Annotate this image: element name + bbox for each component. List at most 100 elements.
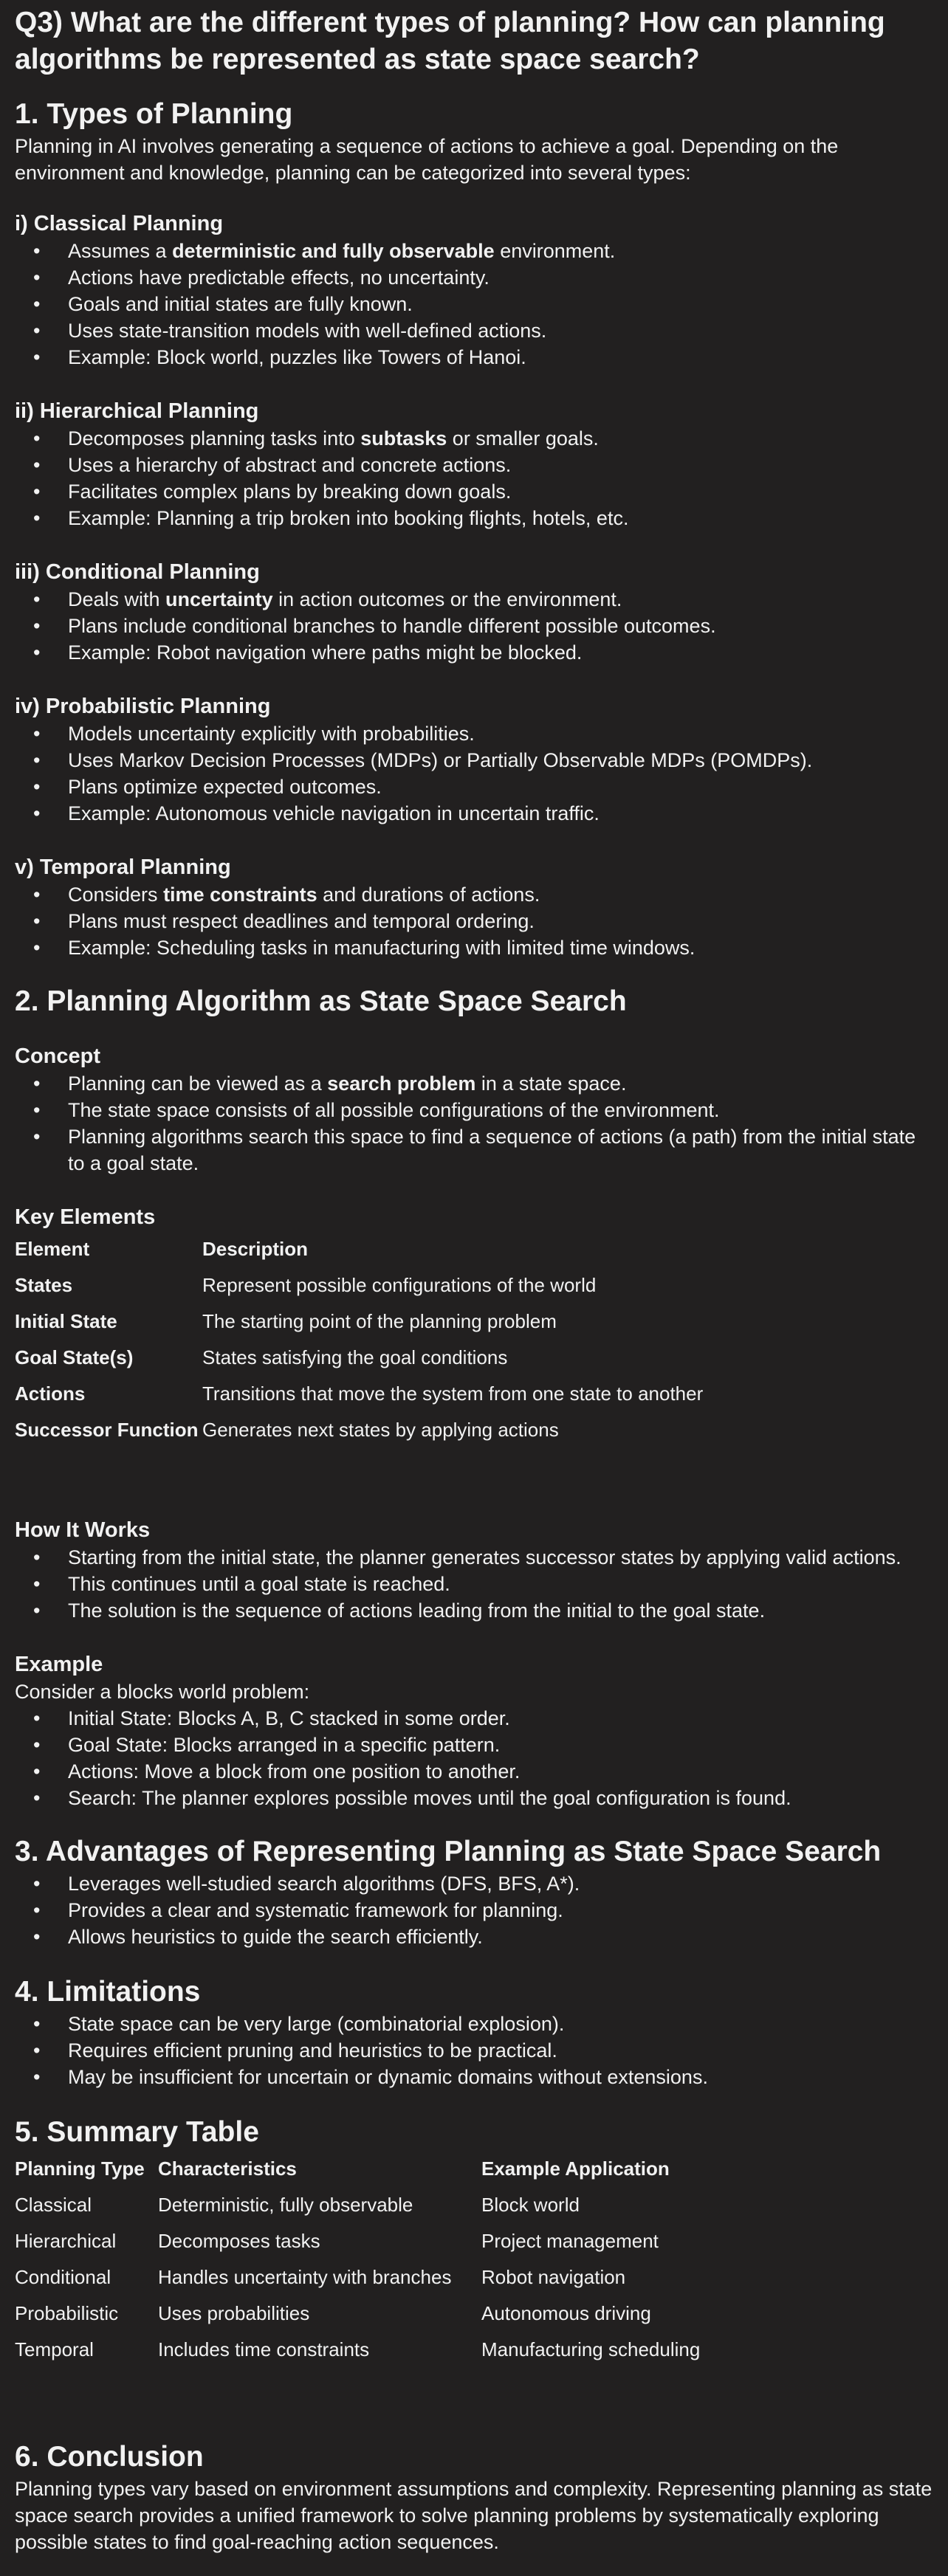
bullet-icon: • (33, 346, 41, 368)
conclusion-text: Planning types vary based on environment… (15, 2478, 932, 2553)
bullet-icon: • (33, 588, 41, 610)
planning-type-classical: i) Classical Planning •Assumes a determi… (15, 210, 933, 371)
table-cell: Initial State (15, 1310, 117, 1332)
table-header-cell: Description (202, 1238, 309, 1260)
bullet-icon: • (33, 910, 41, 932)
bullet-icon: • (33, 1126, 41, 1148)
bullet-list: •Deals with uncertainty in action outcom… (15, 586, 933, 666)
bullet-icon: • (33, 1072, 41, 1095)
bullet-icon: • (33, 1546, 41, 1568)
planning-type-probabilistic: iv) Probabilistic Planning •Models uncer… (15, 692, 933, 827)
subsection-heading: i) Classical Planning (15, 212, 224, 235)
list-item: •Actions: Move a block from one position… (33, 1758, 933, 1785)
bullet-icon: • (33, 1873, 41, 1895)
bullet-icon: • (33, 320, 41, 342)
list-item: •State space can be very large (combinat… (33, 2011, 933, 2037)
bullet-icon: • (33, 1707, 41, 1729)
table-cell: Probabilistic (15, 2302, 119, 2324)
table-cell: Actions (15, 1382, 86, 1405)
bullet-list: •Planning can be viewed as a search prob… (15, 1070, 933, 1177)
table-row: Probabilistic Uses probabilities Autonom… (15, 2296, 700, 2332)
bullet-list: •Leverages well-studied search algorithm… (15, 1870, 933, 1950)
bullet-icon: • (33, 1734, 41, 1756)
bullet-list: •Initial State: Blocks A, B, C stacked i… (15, 1705, 933, 1811)
section-conclusion: 6. Conclusion Planning types vary based … (15, 2439, 933, 2555)
table-cell: Generates next states by applying action… (202, 1419, 559, 1441)
table-header-row: Element Description (15, 1231, 703, 1267)
table-header-cell: Characteristics (158, 2157, 297, 2180)
bullet-icon: • (33, 615, 41, 637)
bullet-icon: • (33, 2039, 41, 2062)
list-item: •Goal State: Blocks arranged in a specif… (33, 1732, 933, 1758)
section-limitations: 4. Limitations •State space can be very … (15, 1974, 933, 2090)
section-state-space-search: 2. Planning Algorithm as State Space Sea… (15, 983, 933, 1811)
bullet-list: •Models uncertainty explicitly with prob… (15, 720, 933, 827)
list-item: •Example: Scheduling tasks in manufactur… (33, 934, 933, 961)
list-item: •Provides a clear and systematic framewo… (33, 1897, 933, 1924)
concept-block: Concept •Planning can be viewed as a sea… (15, 1042, 933, 1177)
list-item: •Uses Markov Decision Processes (MDPs) o… (33, 747, 933, 774)
bullet-icon: • (33, 240, 41, 262)
section-heading: 3. Advantages of Representing Planning a… (15, 1836, 882, 1867)
section-summary-table: 5. Summary Table Planning Type Character… (15, 2114, 933, 2368)
table-row: Temporal Includes time constraints Manuf… (15, 2332, 700, 2368)
table-cell: Includes time constraints (158, 2338, 370, 2360)
table-cell: The starting point of the planning probl… (202, 1310, 557, 1332)
bullet-icon: • (33, 2013, 41, 2035)
table-cell: Decomposes tasks (158, 2230, 320, 2252)
table-cell: Successor Function (15, 1419, 199, 1441)
bullet-icon: • (33, 937, 41, 959)
table-cell: Handles uncertainty with branches (158, 2266, 452, 2288)
table-cell: Manufacturing scheduling (481, 2338, 701, 2360)
bullet-icon: • (33, 427, 41, 450)
section-heading: 5. Summary Table (15, 2116, 259, 2148)
table-row: Goal State(s) States satisfying the goal… (15, 1340, 703, 1376)
list-item: •Facilitates complex plans by breaking d… (33, 478, 933, 505)
subsection-heading: Key Elements (15, 1205, 156, 1229)
bullet-icon: • (33, 1099, 41, 1121)
table-header-row: Planning Type Characteristics Example Ap… (15, 2151, 700, 2187)
table-cell: Conditional (15, 2266, 111, 2288)
bullet-icon: • (33, 454, 41, 476)
planning-type-temporal: v) Temporal Planning •Considers time con… (15, 853, 933, 961)
section-types-of-planning: 1. Types of Planning Planning in AI invo… (15, 96, 933, 961)
table-header-cell: Example Application (481, 2157, 670, 2180)
key-elements-block: Key Elements Element Description States … (15, 1203, 933, 1448)
list-item: •Plans optimize expected outcomes. (33, 774, 933, 800)
planning-type-hierarchical: ii) Hierarchical Planning •Decomposes pl… (15, 397, 933, 531)
table-cell: Classical (15, 2194, 92, 2216)
table-row: Hierarchical Decomposes tasks Project ma… (15, 2223, 700, 2259)
table-row: Initial State The starting point of the … (15, 1304, 703, 1340)
planning-type-conditional: iii) Conditional Planning •Deals with un… (15, 558, 933, 666)
bullet-icon: • (33, 1573, 41, 1595)
list-item: •Goals and initial states are fully know… (33, 291, 933, 317)
bullet-icon: • (33, 1926, 41, 1948)
list-item: •Assumes a deterministic and fully obser… (33, 238, 933, 264)
summary-table: Planning Type Characteristics Example Ap… (15, 2151, 700, 2368)
bullet-icon: • (33, 723, 41, 745)
list-item: •Example: Autonomous vehicle navigation … (33, 800, 933, 827)
section-heading: 6. Conclusion (15, 2441, 204, 2473)
table-cell: Uses probabilities (158, 2302, 310, 2324)
table-cell: Temporal (15, 2338, 94, 2360)
example-intro: Consider a blocks world problem: (15, 1681, 310, 1703)
table-header-cell: Element (15, 1238, 90, 1260)
bullet-icon: • (33, 1760, 41, 1783)
list-item: •Considers time constraints and duration… (33, 881, 933, 908)
subsection-heading: v) Temporal Planning (15, 855, 231, 879)
table-row: States Represent possible configurations… (15, 1267, 703, 1304)
list-item: •Uses a hierarchy of abstract and concre… (33, 452, 933, 478)
bullet-icon: • (33, 266, 41, 289)
list-item: •Example: Robot navigation where paths m… (33, 639, 933, 666)
section-heading: 2. Planning Algorithm as State Space Sea… (15, 985, 627, 1017)
how-it-works-block: How It Works •Starting from the initial … (15, 1516, 933, 1624)
subsection-heading: How It Works (15, 1518, 151, 1542)
bullet-icon: • (33, 2066, 41, 2088)
example-block: Example Consider a blocks world problem:… (15, 1650, 933, 1811)
bullet-icon: • (33, 802, 41, 824)
subsection-heading: iii) Conditional Planning (15, 560, 260, 584)
list-item: •Requires efficient pruning and heuristi… (33, 2037, 933, 2064)
list-item: •Uses state-transition models with well-… (33, 317, 933, 344)
list-item: •Example: Planning a trip broken into bo… (33, 505, 933, 531)
